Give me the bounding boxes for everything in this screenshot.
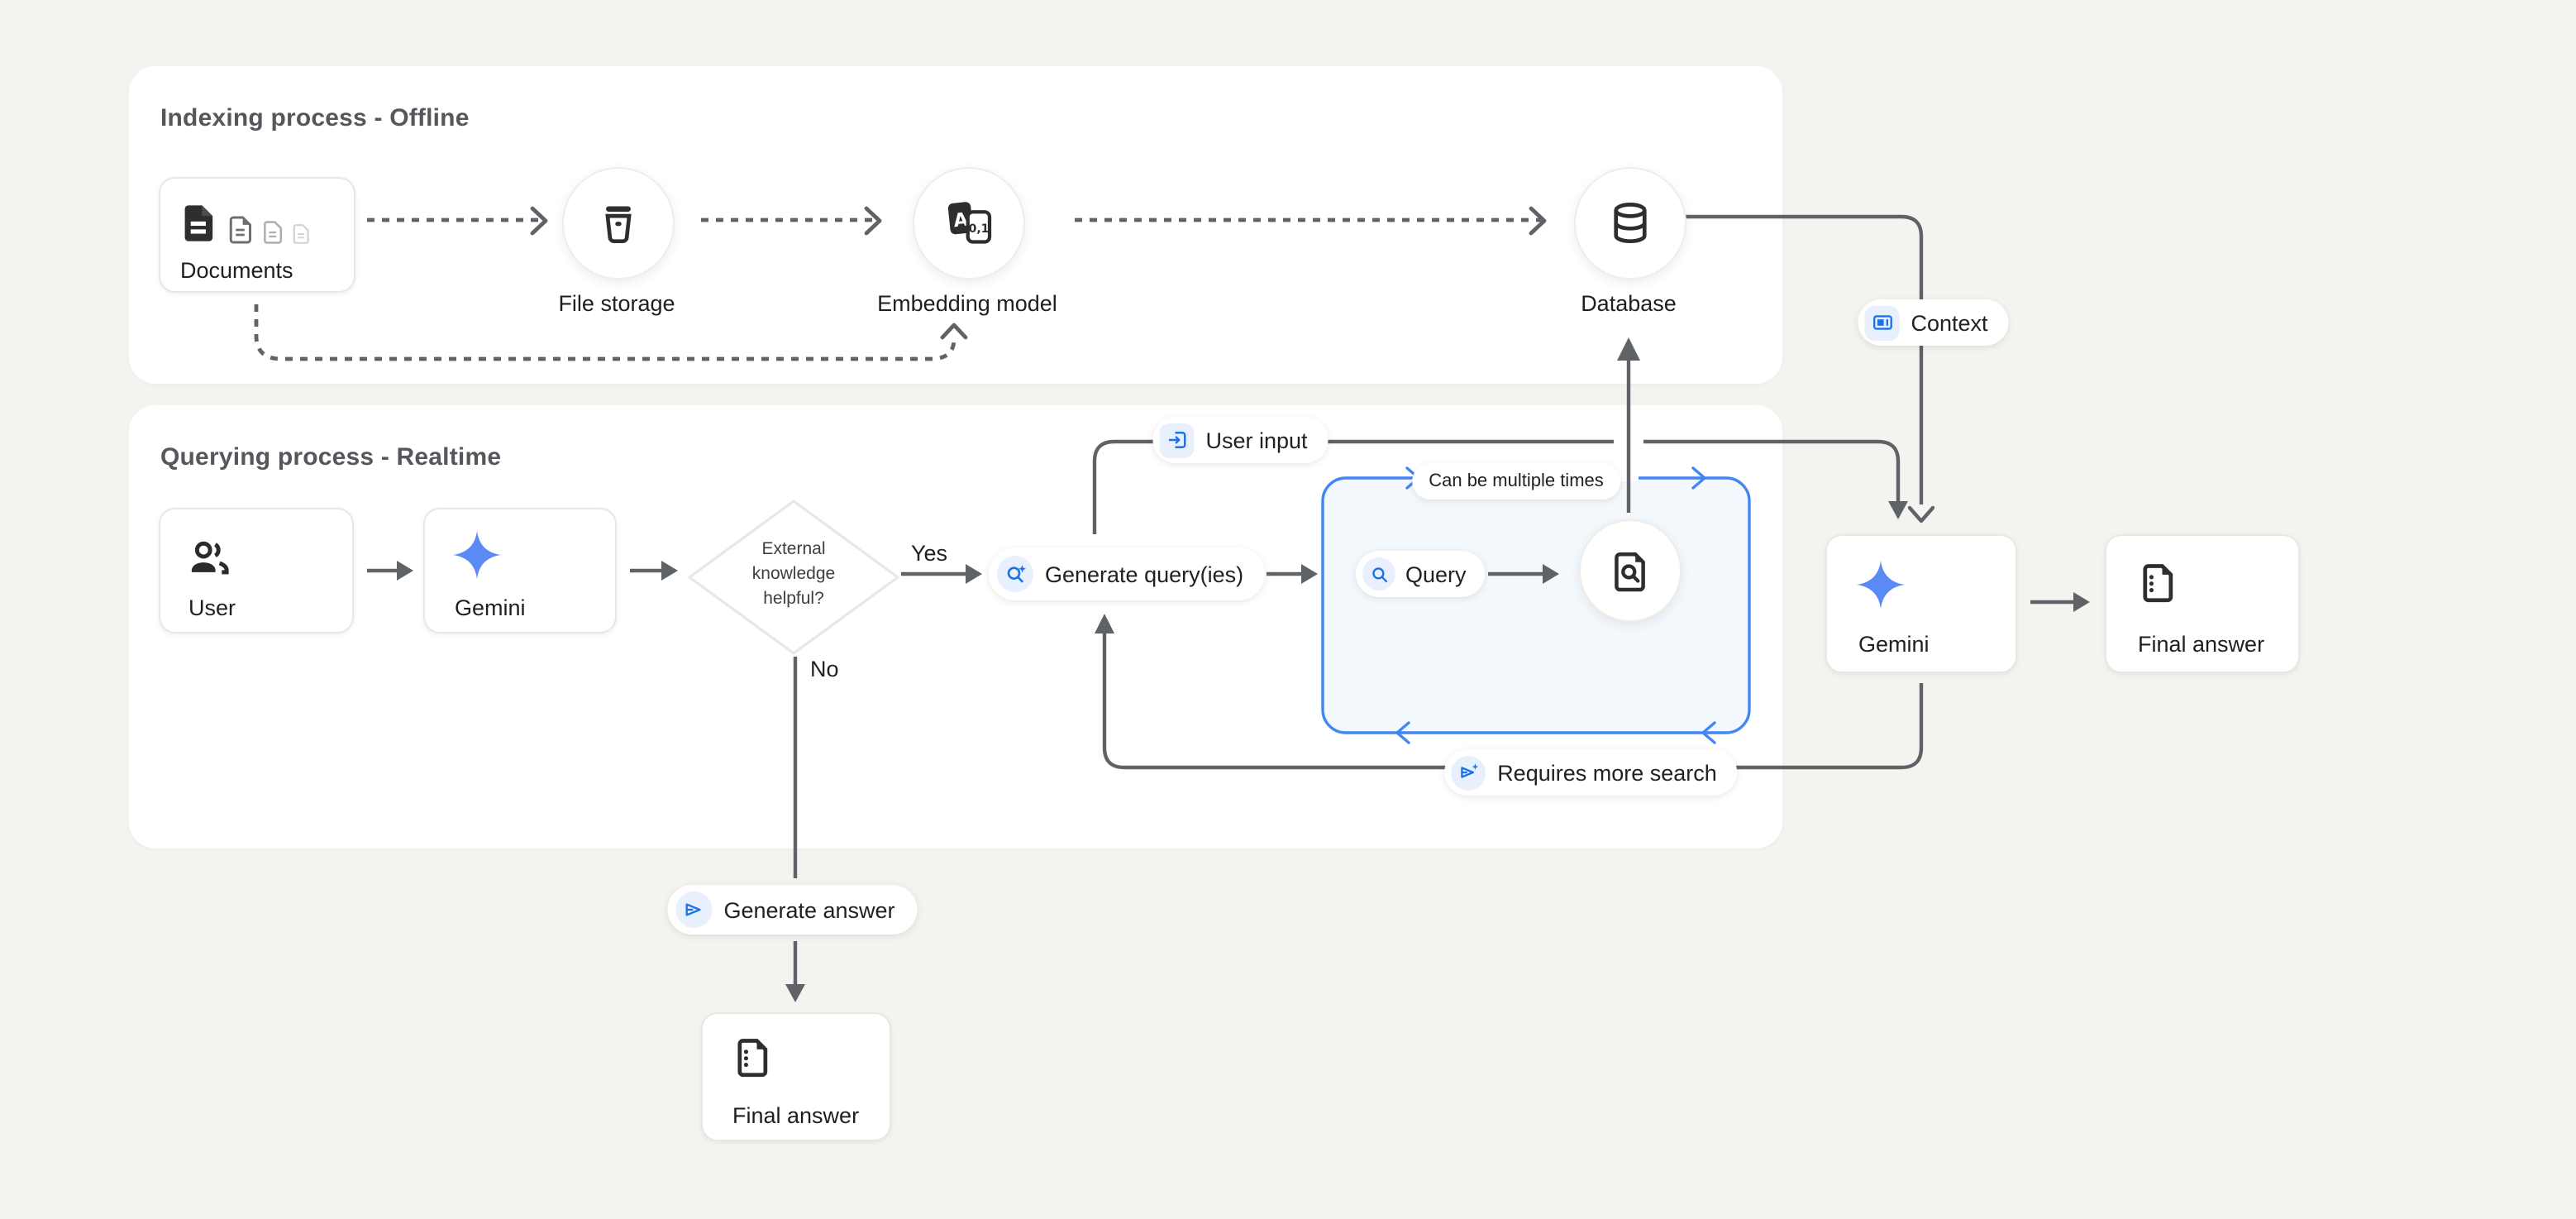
arrowheads (397, 337, 2090, 1002)
generate-queries-pill: Generate query(ies) (989, 547, 1266, 600)
decision-line-1: External (761, 539, 826, 559)
solid-edges (367, 214, 2073, 984)
file-storage-label: File storage (558, 291, 675, 316)
requires-more-search-label: Requires more search (1497, 760, 1717, 785)
file-storage-node (562, 167, 675, 280)
context-card-icon (1864, 305, 1900, 340)
final-answer-bottom-card: Final answer (701, 1012, 891, 1141)
document-notes-icon (2143, 564, 2173, 603)
no-edge-label: No (810, 657, 839, 681)
gemini-final-card: Gemini (1825, 534, 2017, 673)
final-answer-right-card: Final answer (2105, 534, 2300, 673)
generate-answer-pill: Generate answer (667, 885, 917, 935)
gemini-card: Gemini (423, 508, 617, 633)
embedding-model-node: A 0,1 (913, 167, 1025, 280)
gemini-label: Gemini (455, 595, 526, 620)
document-notes-icon (737, 1039, 768, 1078)
document-stack-icon (179, 202, 312, 245)
documents-label: Documents (180, 258, 293, 283)
translate-embedding-icon: A 0,1 (947, 202, 992, 244)
decision-line-2: knowledge (751, 564, 836, 584)
svg-text:A: A (952, 209, 970, 232)
user-card: User (159, 508, 354, 633)
input-arrow-icon (1159, 423, 1195, 457)
database-cylinder-icon (1614, 203, 1647, 244)
gemini-spark-icon (1857, 561, 1905, 609)
decision-line-3: helpful? (763, 589, 824, 609)
requires-more-search-pill: Requires more search (1444, 749, 1737, 796)
can-be-multiple-times-label: Can be multiple times (1429, 471, 1604, 491)
user-label: User (188, 595, 236, 620)
context-label: Context (1911, 310, 1988, 335)
generate-answer-label: Generate answer (723, 897, 895, 922)
inner-embedding-node (1579, 519, 1682, 622)
final-answer-bottom-label: Final answer (732, 1103, 860, 1128)
decision-text: External knowledge helpful? (711, 538, 876, 612)
dashed-edges (254, 206, 1547, 361)
search-spark-icon (997, 556, 1033, 592)
gemini-spark-icon (453, 531, 501, 579)
user-input-label: User input (1205, 428, 1308, 452)
documents-card: Documents (159, 177, 355, 293)
loop-arrow-bottom-left-icon (1395, 721, 1410, 744)
querying-title: Querying process - Realtime (160, 443, 502, 471)
edge-database-context-to-gemini (1685, 214, 1924, 504)
document-search-icon (1614, 552, 1644, 591)
yes-edge-label: Yes (911, 541, 948, 566)
search-icon (1362, 557, 1395, 590)
query-pill: Query (1356, 551, 1485, 597)
svg-text:0,1: 0,1 (969, 222, 990, 236)
gemini-final-label: Gemini (1858, 632, 1930, 657)
can-be-multiple-times-pill: Can be multiple times (1412, 463, 1620, 500)
user-input-pill: User input (1152, 417, 1328, 463)
storage-bucket-icon (605, 206, 632, 244)
send-icon (675, 892, 713, 928)
embedding-model-label: Embedding model (877, 291, 1057, 316)
multi-query-loop-box (1321, 466, 1751, 744)
send-spark-icon (1451, 755, 1486, 790)
loop-arrow-top-right-icon (1691, 466, 1706, 490)
edge-documents-return-to-embedding (254, 304, 956, 361)
database-node (1574, 167, 1686, 280)
edge-userinput-to-gemini (1092, 439, 1901, 534)
query-label: Query (1405, 562, 1467, 586)
people-icon (191, 541, 229, 575)
generate-queries-label: Generate query(ies) (1045, 562, 1244, 586)
database-label: Database (1581, 291, 1677, 316)
context-pill: Context (1858, 299, 2008, 346)
indexing-title: Indexing process - Offline (160, 104, 470, 132)
loop-arrow-bottom-right-icon (1701, 721, 1716, 744)
decision-diamond (688, 500, 899, 655)
final-answer-right-label: Final answer (2138, 632, 2265, 657)
